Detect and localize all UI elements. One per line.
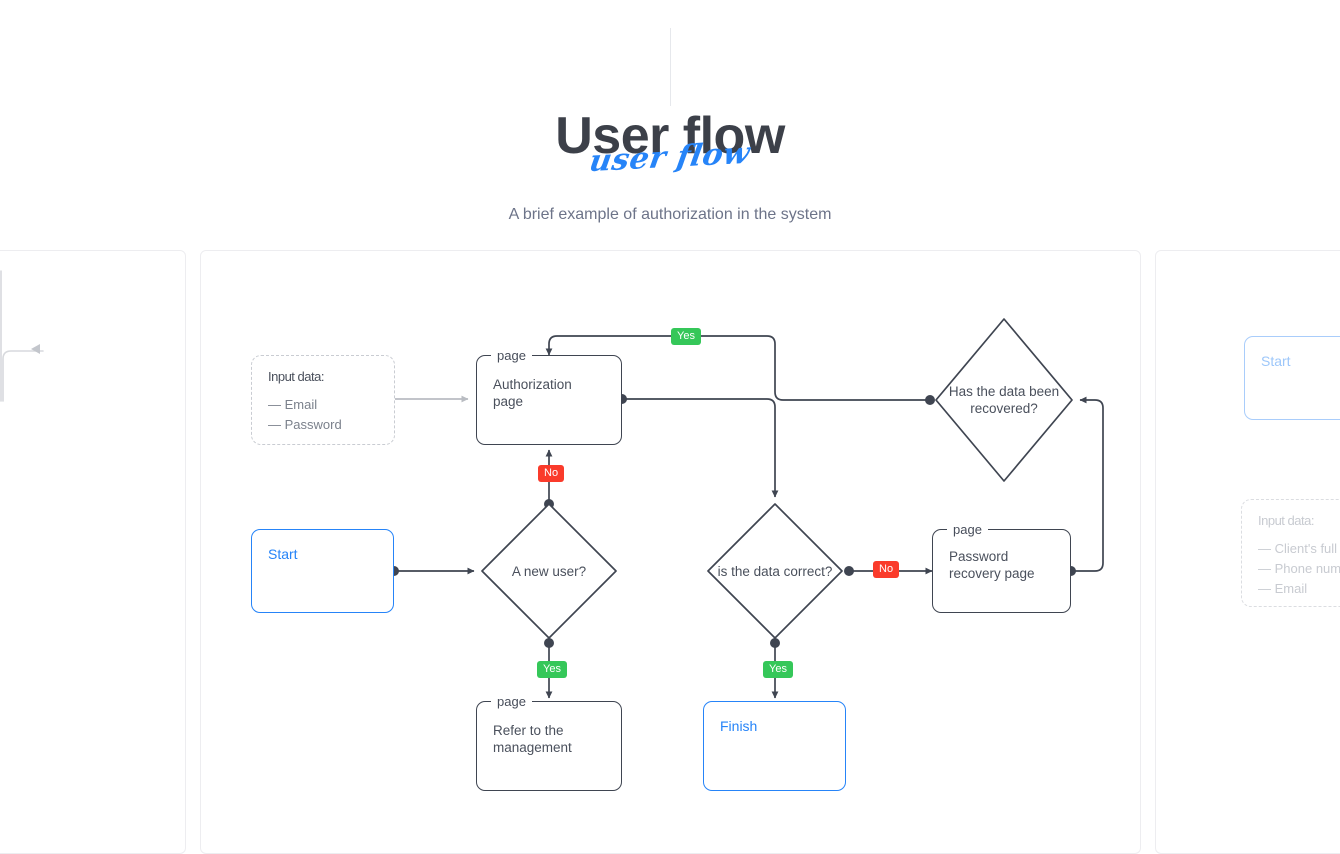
- input-data-title: Input data:: [268, 369, 324, 384]
- node-input-data[interactable]: Input data: — Email — Password: [251, 355, 395, 445]
- right-start-label: Start: [1261, 353, 1291, 369]
- left-connectors: [0, 270, 44, 402]
- left-canvas: page a lead a: t nsible d ny: [0, 251, 185, 853]
- panel-previous[interactable]: page a lead a: t nsible d ny: [0, 250, 186, 854]
- node-data-correct[interactable]: is the data correct?: [708, 504, 842, 638]
- panel-next[interactable]: Start Input data: — Client's full name —…: [1155, 250, 1340, 854]
- node-a-new-user[interactable]: A new user?: [482, 504, 616, 638]
- badge-new-user-no: No: [538, 465, 565, 482]
- right-start-node[interactable]: Start: [1244, 336, 1340, 420]
- header-divider: [670, 28, 671, 106]
- page-header: User flow user flow A brief example of a…: [0, 110, 1340, 224]
- input-data-item: — Password: [268, 417, 342, 432]
- start-label: Start: [268, 546, 298, 562]
- password-recovery-legend: page: [947, 521, 988, 539]
- node-start[interactable]: Start: [251, 529, 394, 613]
- badge-recovered-yes: Yes: [671, 328, 701, 345]
- node-authorization-page[interactable]: page Authorization page: [476, 347, 622, 445]
- right-input-data-item: — Email: [1258, 581, 1308, 596]
- authorization-page-label: Authorization page: [493, 377, 572, 409]
- right-input-data-title: Input data:: [1258, 513, 1314, 528]
- page-title: User flow: [555, 107, 785, 165]
- badge-data-correct-yes: Yes: [763, 661, 793, 678]
- input-data-item: — Email: [268, 397, 318, 412]
- node-password-recovery[interactable]: page Password recovery page: [932, 521, 1071, 613]
- flow-connectors: authorization page --> refer to the mana…: [350, 318, 1104, 699]
- finish-label: Finish: [720, 718, 758, 734]
- password-recovery-label: Password recovery page: [949, 549, 1035, 581]
- badge-data-correct-no: No: [873, 561, 900, 578]
- right-input-data-node[interactable]: Input data: — Client's full name — Phone…: [1241, 499, 1340, 607]
- node-data-recovered[interactable]: Has the data been recovered?: [936, 349, 1072, 451]
- badge-new-user-yes: Yes: [537, 661, 567, 678]
- data-correct-label: is the data correct?: [717, 563, 833, 579]
- page-subtitle: A brief example of authorization in the …: [508, 206, 832, 223]
- right-input-data-item: — Phone number: [1258, 561, 1340, 576]
- data-recovered-label: Has the data been recovered?: [948, 384, 1060, 416]
- right-input-data-item: — Client's full name: [1258, 541, 1340, 556]
- right-canvas: Start Input data: — Client's full name —…: [1156, 251, 1340, 853]
- node-refer-management[interactable]: page Refer to the management: [476, 693, 622, 791]
- refer-management-legend: page: [491, 693, 532, 711]
- a-new-user-label: A new user?: [511, 563, 587, 579]
- title-block: User flow user flow: [555, 107, 785, 179]
- flow-canvas: authorization page --> refer to the mana…: [201, 251, 1140, 853]
- refer-management-label: Refer to the management: [493, 723, 572, 755]
- panel-user-flow[interactable]: authorization page --> refer to the mana…: [200, 250, 1141, 854]
- node-finish[interactable]: Finish: [703, 701, 846, 791]
- authorization-page-legend: page: [491, 347, 532, 365]
